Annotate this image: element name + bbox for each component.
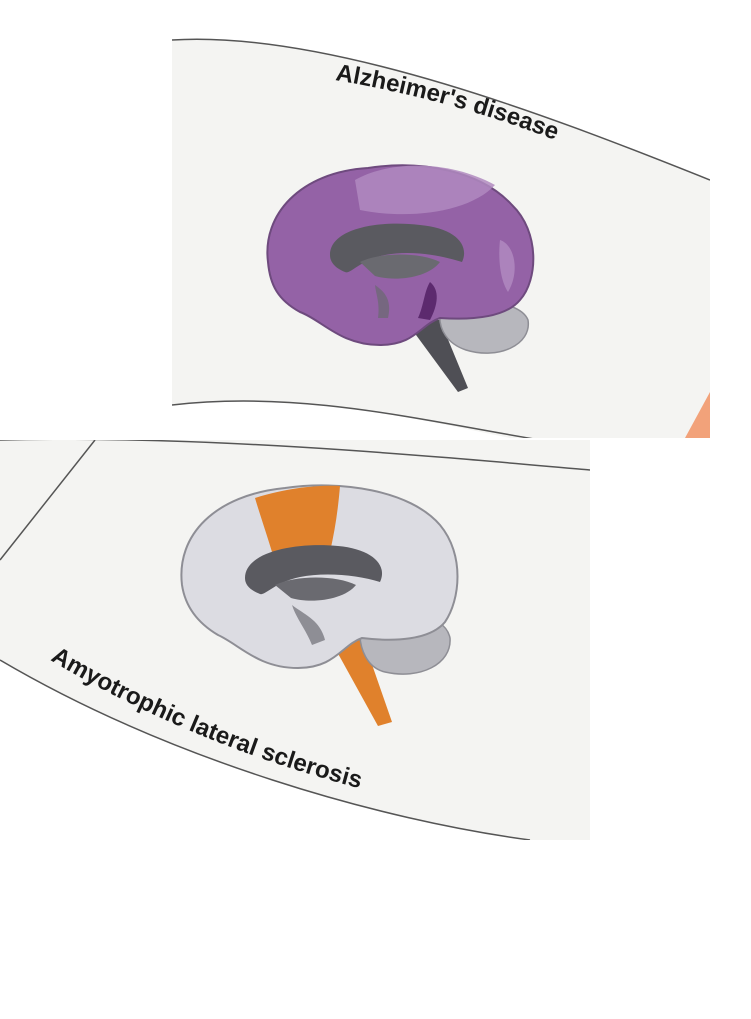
panel-als: Amyotrophic lateral sclerosis bbox=[0, 440, 590, 840]
adjacent-card-sliver bbox=[685, 392, 710, 438]
alzheimers-card-top-edge bbox=[172, 38, 710, 181]
als-card-bottom-edge bbox=[0, 659, 531, 840]
alzheimers-lower-card bbox=[172, 400, 511, 438]
motor-cortex-highlight bbox=[255, 485, 340, 552]
brain-sagittal-icon bbox=[266, 164, 535, 392]
als-card-left-edge bbox=[0, 440, 96, 561]
brain-sagittal-icon bbox=[180, 484, 459, 726]
panel-alzheimers: Alzheimer's disease bbox=[172, 20, 710, 438]
